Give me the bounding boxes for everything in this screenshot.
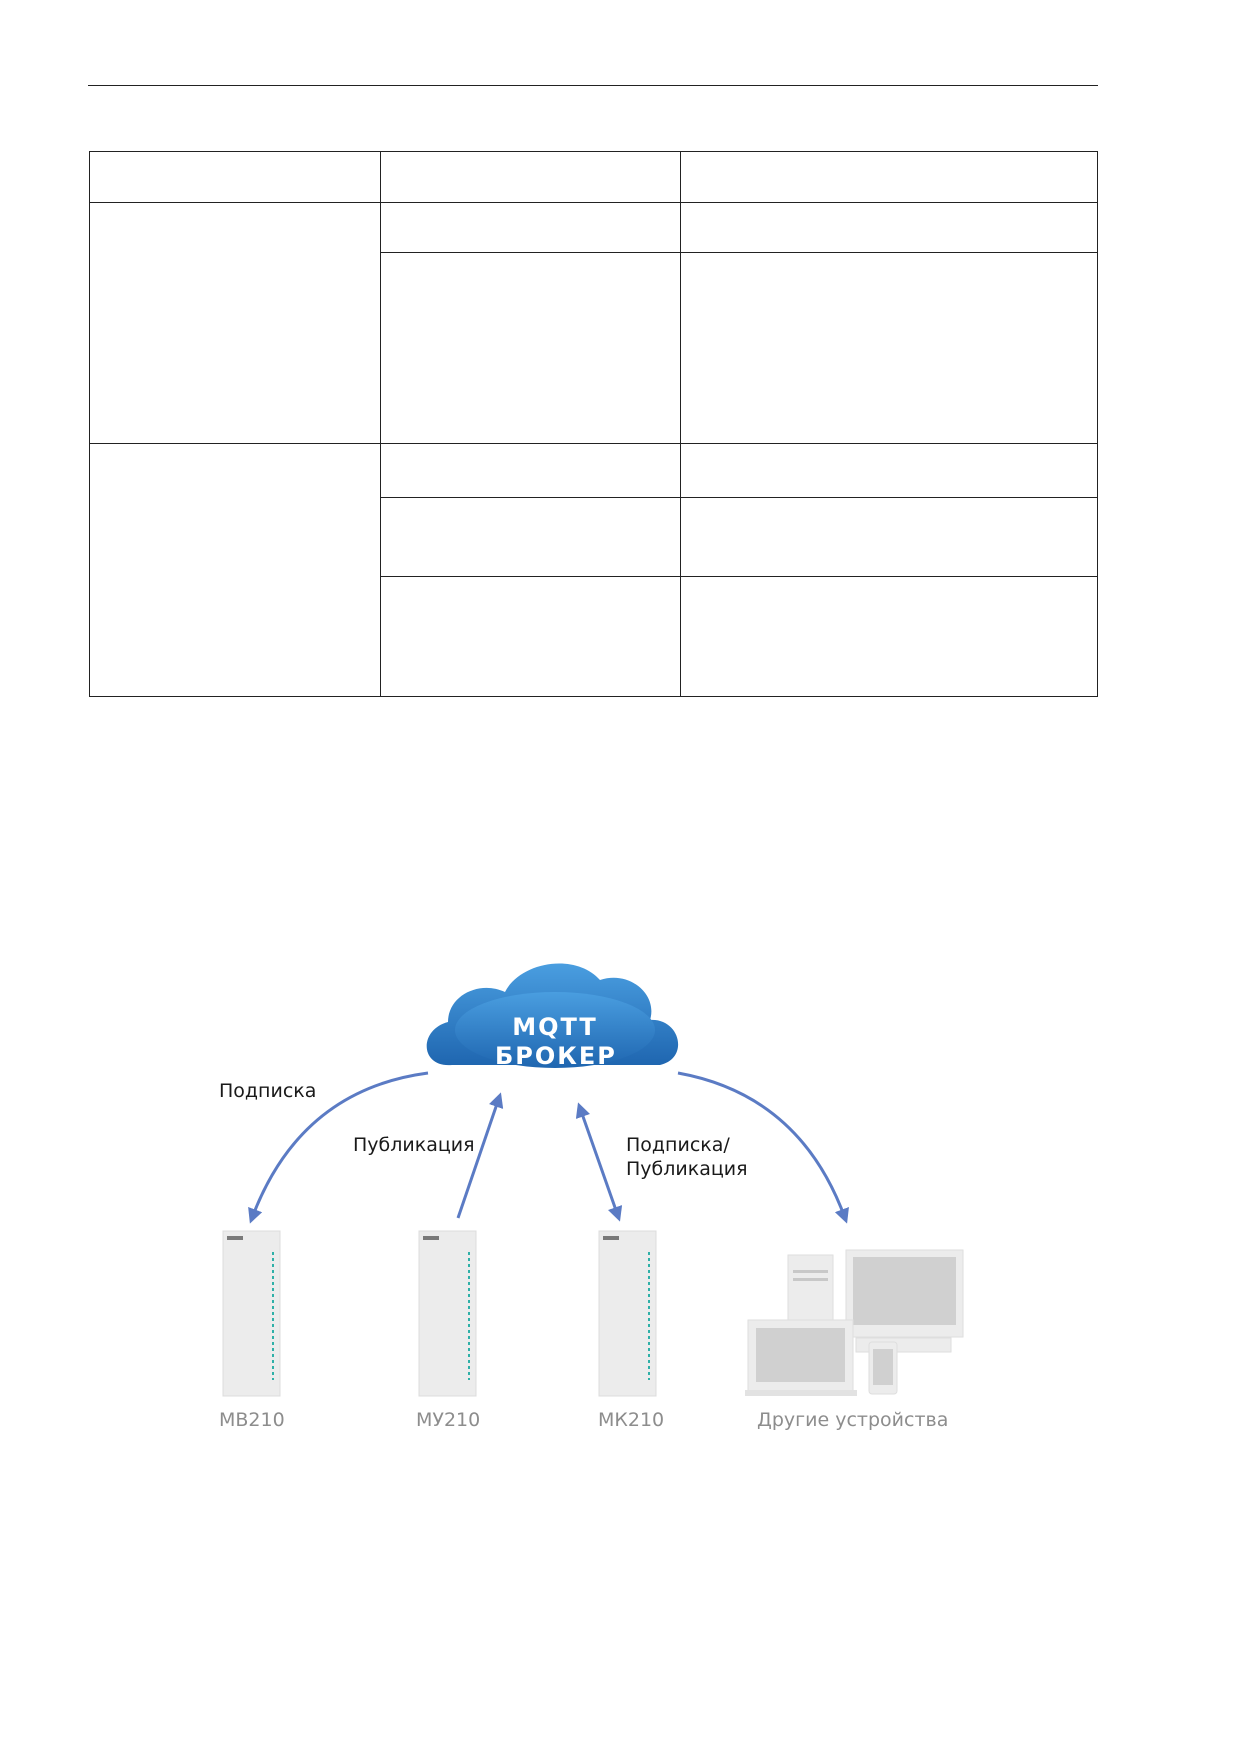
device-label-mu210: МУ210 <box>416 1409 481 1431</box>
cloud-icon <box>426 963 679 1068</box>
subscribe-publish-line2: Публикация <box>626 1158 748 1180</box>
table-header-cell <box>380 152 680 202</box>
arrow-subscribe-publish <box>575 1102 623 1222</box>
table-header-cell <box>680 152 1098 202</box>
publish-label: Публикация <box>353 1134 475 1156</box>
device-label-other: Другие устройства <box>757 1409 949 1431</box>
arrow-to-other-devices <box>677 1071 849 1224</box>
table-row-divider <box>90 202 1097 203</box>
broker-label-line1: MQTT <box>512 1013 598 1041</box>
subscribe-publish-line1: Подписка/ <box>626 1134 730 1156</box>
device-mv210-icon <box>222 1230 281 1397</box>
table-col-divider <box>380 152 381 696</box>
device-mk210-icon <box>598 1230 657 1397</box>
device-mu210-icon <box>418 1230 477 1397</box>
diagram-graphics <box>222 963 964 1397</box>
computers-icon <box>745 1249 964 1396</box>
mqtt-diagram: MQTT БРОКЕР Подписка Публикация Подписка… <box>0 940 1239 1460</box>
data-table <box>89 151 1098 697</box>
subscribe-publish-label: Подписка/ Публикация <box>626 1133 748 1181</box>
header-rule <box>88 85 1098 86</box>
table-row-divider <box>90 443 1097 444</box>
arrow-subscribe <box>248 1071 429 1224</box>
table-row-divider <box>380 497 1097 498</box>
device-label-mv210: МВ210 <box>219 1409 285 1431</box>
table-col-divider <box>680 152 681 696</box>
device-label-mk210: МК210 <box>598 1409 665 1431</box>
broker-label-line2: БРОКЕР <box>495 1042 617 1070</box>
table-row-divider <box>380 252 1097 253</box>
arrow-publish <box>456 1092 504 1219</box>
table-row-divider <box>380 576 1097 577</box>
broker-label: MQTT БРОКЕР <box>495 1013 615 1071</box>
subscribe-label: Подписка <box>219 1080 317 1102</box>
table-header-cell <box>90 152 380 202</box>
